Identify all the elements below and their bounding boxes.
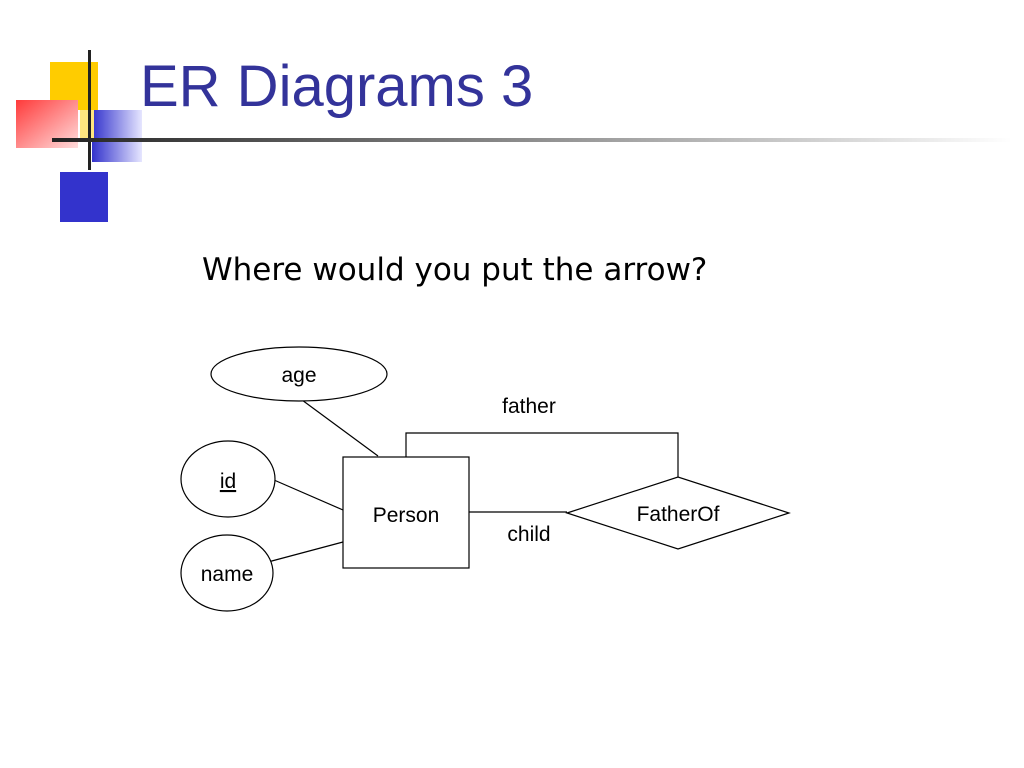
id-attribute-shape xyxy=(180,440,276,518)
child-role-label: child xyxy=(507,523,550,546)
person-entity-label: Person xyxy=(373,504,440,527)
father-connector xyxy=(405,432,679,477)
father-role-label: father xyxy=(502,395,556,418)
id-connector xyxy=(273,479,344,511)
age-connector xyxy=(301,399,379,457)
person-entity-shape xyxy=(342,456,470,569)
fatherof-relationship-label: FatherOf xyxy=(637,503,720,526)
title-underline xyxy=(52,138,1012,142)
age-attribute-label: age xyxy=(281,364,316,387)
age-attribute-shape xyxy=(210,346,388,402)
fatherof-relationship-shape xyxy=(565,476,791,550)
id-attribute-label: id xyxy=(220,470,236,493)
name-attribute-shape xyxy=(180,534,274,612)
page-title: ER Diagrams 3 xyxy=(140,54,534,119)
deco-vertical-line xyxy=(88,50,91,170)
deco-light-blue-square xyxy=(92,110,142,162)
deco-blue-square xyxy=(60,172,108,222)
name-attribute-label: name xyxy=(201,563,254,586)
name-connector xyxy=(267,541,344,563)
question-text: Where would you put the arrow? xyxy=(202,252,708,288)
